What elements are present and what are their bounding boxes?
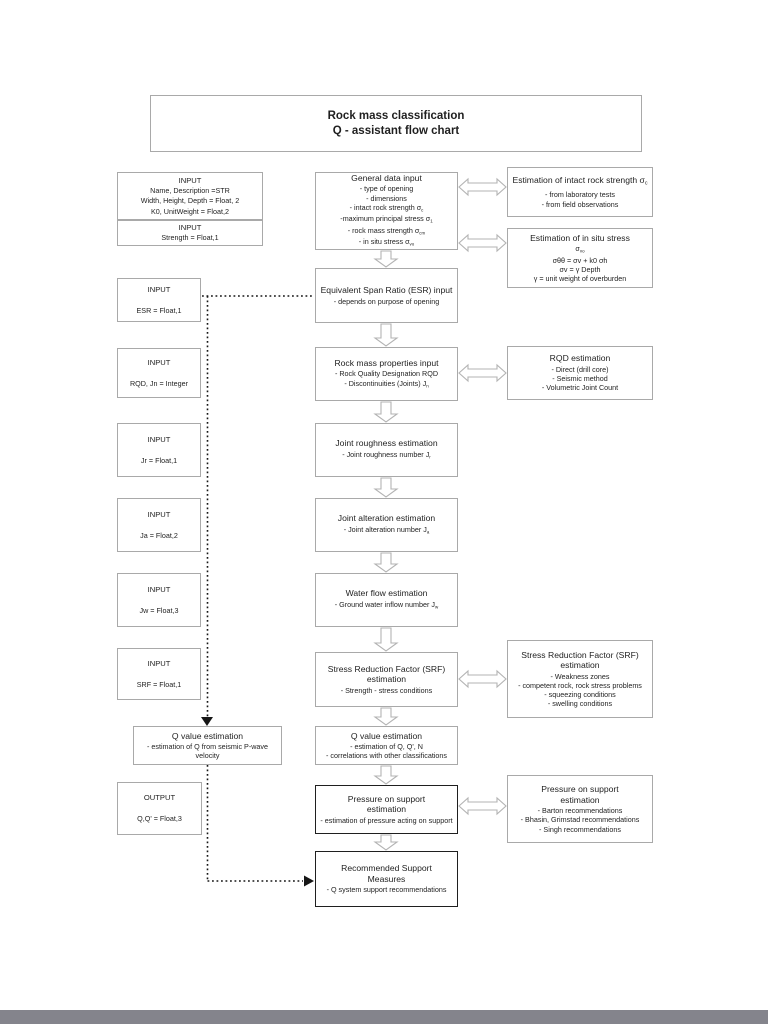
down-arrow-4 [373, 477, 399, 498]
input-heading: INPUT [147, 357, 171, 367]
side-box-srf-estimation: Stress Reduction Factor (SRF) estimation… [507, 640, 653, 718]
down-arrow-2 [373, 323, 399, 347]
double-arrow-rqd [458, 363, 507, 383]
box-title: Q value estimation [171, 730, 244, 741]
flow-box-recommended-support: Recommended Support Measures - Q system … [315, 851, 458, 907]
input-box-rqd-jn: INPUT RQD, Jn = Integer [117, 348, 201, 398]
box-title: Estimation of intact rock strength σc [512, 175, 648, 187]
side-box-in-situ-stress: Estimation of in situ stress σvo σθθ = σ… [507, 228, 653, 288]
side-box-pressure-on-support: Pressure on support estimation - Barton … [507, 775, 653, 843]
viewer-bottom-bar [0, 1010, 768, 1024]
flow-box-esr-input: Equivalent Span Ratio (ESR) input - depe… [315, 268, 458, 323]
input-heading: INPUT [147, 584, 171, 594]
dotted-arrowhead-down-icon [201, 717, 213, 726]
input-box-general-data: INPUT Name, Description =STR Width, Heig… [117, 172, 263, 220]
box-title: Water flow estimation [345, 588, 428, 599]
input-heading: INPUT [178, 223, 202, 233]
box-title: Equivalent Span Ratio (ESR) input [320, 285, 453, 296]
dotted-arrowhead-right-icon [304, 875, 314, 887]
flow-box-joint-roughness: Joint roughness estimation - Joint rough… [315, 423, 458, 477]
box-title: Estimation of in situ stress [530, 232, 630, 243]
flow-box-pressure-on-support: Pressure on support estimation - estimat… [315, 785, 458, 834]
chart-title-box: Rock mass classification Q - assistant f… [150, 95, 642, 152]
input-heading: INPUT [147, 434, 171, 444]
input-heading: INPUT [147, 658, 171, 668]
box-title: Rock mass properties input [334, 357, 439, 368]
output-heading: OUTPUT [143, 793, 176, 803]
input-heading: INPUT [178, 176, 202, 186]
input-box-strength: INPUT Strength = Float,1 [117, 220, 263, 246]
output-box-q: OUTPUT Q,Q' = Float,3 [117, 782, 202, 835]
flow-box-joint-alteration: Joint alteration estimation - Joint alte… [315, 498, 458, 552]
input-box-ja: INPUT Ja = Float,2 [117, 498, 201, 552]
down-arrow-8 [373, 765, 399, 785]
double-arrow-srf [458, 669, 507, 689]
input-box-srf: INPUT SRF = Float,1 [117, 648, 201, 700]
down-arrow-5 [373, 552, 399, 573]
double-arrow-intact-rock [458, 177, 507, 197]
flow-box-q-value-estimation: Q value estimation - estimation of Q, Q'… [315, 726, 458, 765]
down-arrow-1 [373, 250, 399, 268]
box-title: Recommended Support Measures [341, 863, 432, 884]
input-box-jr: INPUT Jr = Float,1 [117, 423, 201, 477]
chart-title-line1: Rock mass classification [327, 109, 465, 122]
box-title: Joint roughness estimation [335, 438, 438, 449]
flow-box-general-data-input: General data input - type of opening - d… [315, 172, 458, 250]
down-arrow-3 [373, 401, 399, 423]
input-heading: INPUT [147, 284, 171, 294]
flow-box-q-value-seismic: Q value estimation - estimation of Q fro… [133, 726, 282, 765]
box-title: Pressure on support estimation [347, 793, 426, 815]
input-box-esr: INPUT ESR = Float,1 [117, 278, 201, 322]
input-heading: INPUT [147, 509, 171, 519]
flow-box-water-flow: Water flow estimation - Ground water inf… [315, 573, 458, 627]
side-box-intact-rock-strength: Estimation of intact rock strength σc - … [507, 167, 653, 217]
side-box-rqd-estimation: RQD estimation - Direct (drill core) - S… [507, 346, 653, 400]
box-title: Stress Reduction Factor (SRF) estimation [327, 663, 446, 685]
box-title: General data input [351, 172, 422, 183]
flow-box-rock-mass-properties: Rock mass properties input - Rock Qualit… [315, 347, 458, 401]
down-arrow-9 [373, 834, 399, 851]
double-arrow-in-situ-stress [458, 233, 507, 253]
input-box-jw: INPUT Jw = Float,3 [117, 573, 201, 627]
box-title: RQD estimation [549, 353, 611, 364]
box-title: Q value estimation [350, 730, 423, 741]
down-arrow-7 [373, 707, 399, 726]
chart-title-line2: Q - assistant flow chart [332, 124, 460, 137]
box-title: Pressure on support estimation [541, 784, 619, 805]
down-arrow-6 [373, 627, 399, 652]
box-title: Stress Reduction Factor (SRF) estimation [521, 649, 639, 671]
box-title: Joint alteration estimation [337, 513, 436, 524]
double-arrow-pressure [458, 796, 507, 816]
flow-box-srf-estimation: Stress Reduction Factor (SRF) estimation… [315, 652, 458, 707]
